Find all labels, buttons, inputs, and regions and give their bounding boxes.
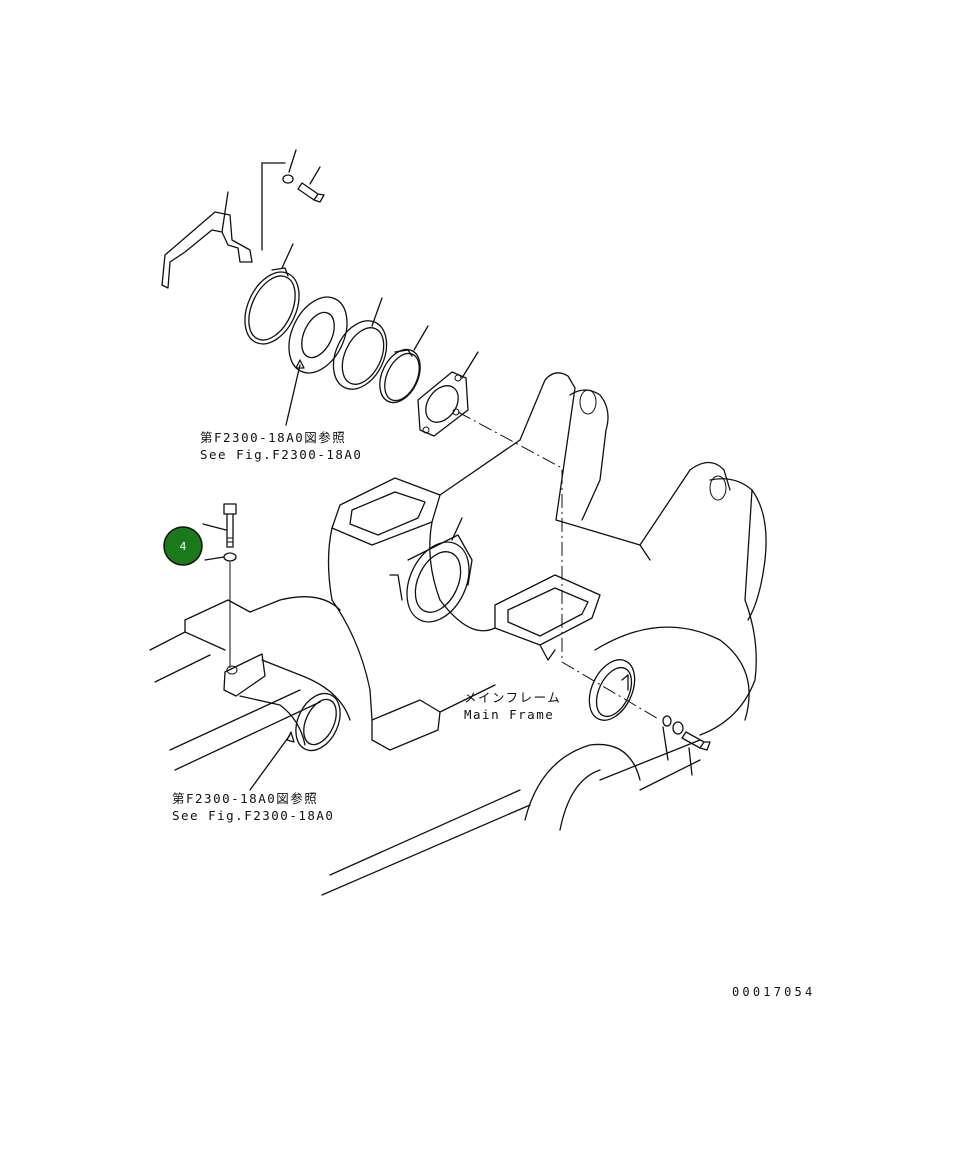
clamp-ring [244,243,300,345]
reference-note-lower: 第F2300-18A0図参照 See Fig.F2300-18A0 [172,731,334,823]
drawing-id: 00017054 [732,985,815,999]
top-washer [282,149,297,184]
side-bolt [202,503,237,548]
part-callout-4[interactable]: 4 [163,526,203,566]
main-frame-label-jp: メインフレーム [464,690,561,705]
callout-circle[interactable] [163,526,203,566]
seal-disc [285,296,348,426]
reference-note-upper-jp: 第F2300-18A0図参照 [200,430,346,445]
retaining-ring [379,325,429,404]
bracket-plate [161,162,286,289]
reference-note-lower-en: See Fig.F2300-18A0 [172,808,334,823]
flange-cover [417,351,479,437]
main-frame-label: メインフレーム Main Frame [464,690,561,722]
reference-note-lower-jp: 第F2300-18A0図参照 [172,791,318,806]
reference-note-upper-en: See Fig.F2300-18A0 [200,447,362,462]
bearing-ring [332,297,388,390]
main-frame-label-en: Main Frame [464,707,554,722]
callout-number: 4 [180,540,187,553]
top-bolt [297,166,325,203]
side-washer [204,552,237,562]
main-frame [149,372,767,896]
reference-note-upper: 第F2300-18A0図参照 See Fig.F2300-18A0 [200,430,362,462]
